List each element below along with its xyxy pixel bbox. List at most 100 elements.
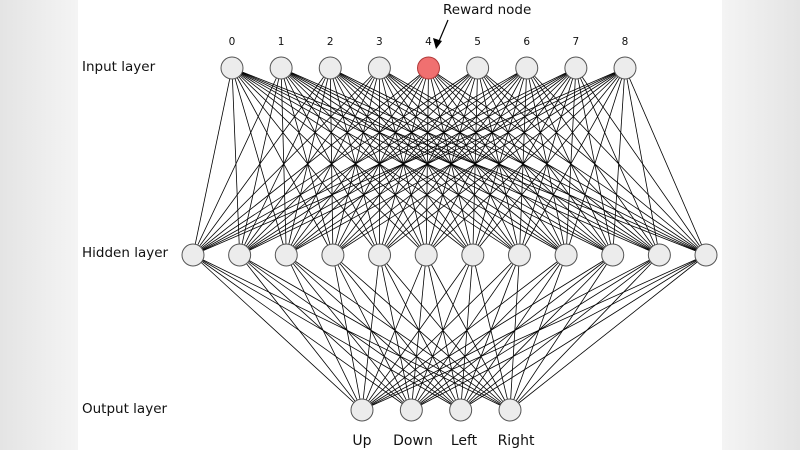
edge-input-0-hidden-5 — [231, 67, 427, 256]
input-index-label: 4 — [425, 36, 432, 48]
edge-input-4-hidden-5 — [425, 67, 429, 256]
edge-input-0-hidden-10 — [231, 67, 660, 256]
edge-input-1-hidden-0 — [192, 67, 282, 256]
edge-input-8-hidden-2 — [286, 67, 626, 256]
edge-hidden-9-output-0 — [361, 254, 613, 411]
edge-hidden-9-output-3 — [509, 254, 614, 411]
hidden-node-7 — [507, 243, 531, 267]
edge-hidden-5-output-0 — [361, 254, 427, 411]
edge-input-7-hidden-6 — [472, 67, 577, 256]
output-layer-label: Output layer — [82, 401, 168, 417]
edge-hidden-6-output-3 — [472, 254, 511, 411]
edge-input-0-hidden-3 — [231, 67, 334, 256]
edge-input-6-hidden-3 — [332, 67, 528, 256]
input-node-5 — [466, 56, 490, 80]
edge-input-1-hidden-6 — [280, 67, 474, 256]
edge-input-2-hidden-5 — [329, 67, 427, 256]
edge-input-5-hidden-10 — [477, 67, 660, 256]
input-node-1 — [269, 56, 293, 80]
edge-input-5-hidden-0 — [192, 67, 478, 256]
edge-hidden-6-output-0 — [361, 254, 474, 411]
connection-edges — [192, 67, 707, 411]
edge-hidden-6-output-1 — [410, 254, 474, 411]
input-node-8 — [613, 56, 637, 80]
output-label-down: Down — [393, 433, 433, 449]
edge-input-1-hidden-11 — [280, 67, 707, 256]
edge-hidden-2-output-3 — [286, 254, 511, 411]
edge-input-1-hidden-5 — [280, 67, 427, 256]
edge-input-3-hidden-1 — [239, 67, 380, 256]
edge-input-4-hidden-3 — [332, 67, 429, 256]
edge-input-8-hidden-9 — [612, 67, 626, 256]
hidden-node-2 — [274, 243, 298, 267]
hidden-node-8 — [554, 243, 578, 267]
edge-hidden-9-output-2 — [460, 254, 614, 411]
edge-input-0-hidden-7 — [231, 67, 520, 256]
hidden-node-3 — [321, 243, 345, 267]
edge-hidden-1-output-1 — [239, 254, 412, 411]
hidden-layer-label: Hidden layer — [82, 245, 169, 261]
edge-input-3-hidden-3 — [332, 67, 380, 256]
edge-input-4-hidden-9 — [428, 67, 614, 256]
edge-input-5-hidden-3 — [332, 67, 478, 256]
edge-input-8-hidden-3 — [332, 67, 626, 256]
edge-hidden-5-output-3 — [425, 254, 511, 411]
edge-input-1-hidden-2 — [280, 67, 287, 256]
edge-input-6-hidden-1 — [239, 67, 527, 256]
edge-input-7-hidden-5 — [425, 67, 577, 256]
edge-input-8-hidden-10 — [624, 67, 660, 256]
edge-hidden-3-output-1 — [332, 254, 412, 411]
edge-input-6-hidden-9 — [526, 67, 614, 256]
edge-hidden-1-output-2 — [239, 254, 461, 411]
edge-hidden-3-output-2 — [332, 254, 461, 411]
edge-hidden-5-output-1 — [410, 254, 427, 411]
input-index-label: 8 — [622, 36, 629, 48]
edge-input-8-hidden-8 — [565, 67, 626, 256]
edge-hidden-4-output-3 — [379, 254, 511, 411]
edge-input-4-hidden-4 — [379, 67, 429, 256]
edge-input-5-hidden-11 — [477, 67, 707, 256]
edge-input-7-hidden-4 — [379, 67, 577, 256]
edge-input-0-hidden-9 — [231, 67, 613, 256]
edge-hidden-9-output-1 — [411, 254, 613, 411]
hidden-node-11 — [694, 243, 718, 267]
edge-input-2-hidden-2 — [285, 67, 331, 256]
edge-input-6-hidden-10 — [526, 67, 660, 256]
edge-input-8-hidden-0 — [192, 67, 626, 256]
edge-hidden-2-output-2 — [286, 254, 461, 411]
right-margin — [722, 0, 800, 450]
input-index-label: 3 — [376, 36, 383, 48]
edge-input-4-hidden-10 — [428, 67, 660, 256]
input-index-label: 5 — [474, 36, 481, 48]
output-node-2 — [449, 398, 473, 422]
edge-input-8-hidden-7 — [519, 67, 626, 256]
edge-input-8-hidden-6 — [472, 67, 626, 256]
edge-hidden-8-output-2 — [460, 254, 567, 411]
edge-input-0-hidden-6 — [231, 67, 474, 256]
edge-hidden-11-output-0 — [361, 254, 707, 411]
edge-input-3-hidden-7 — [379, 67, 520, 256]
edge-input-6-hidden-7 — [519, 67, 528, 256]
edge-input-3-hidden-0 — [192, 67, 380, 256]
edge-input-4-hidden-0 — [192, 67, 429, 256]
edge-input-1-hidden-7 — [280, 67, 520, 256]
edge-hidden-8-output-3 — [509, 254, 567, 411]
output-label-left: Left — [451, 433, 478, 449]
edge-input-7-hidden-11 — [575, 67, 707, 256]
edge-hidden-8-output-0 — [361, 254, 567, 411]
edge-hidden-0-output-1 — [192, 254, 412, 411]
edge-input-5-hidden-9 — [477, 67, 614, 256]
input-index-label: 7 — [573, 36, 580, 48]
hidden-node-1 — [228, 243, 252, 267]
input-layer-label: Input layer — [82, 59, 156, 75]
edge-input-2-hidden-0 — [192, 67, 331, 256]
output-node-3 — [498, 398, 522, 422]
edge-input-2-hidden-11 — [330, 67, 707, 256]
edge-hidden-10-output-2 — [460, 254, 660, 411]
edge-input-7-hidden-0 — [192, 67, 577, 256]
hidden-node-9 — [601, 243, 625, 267]
edge-hidden-1-output-0 — [239, 254, 363, 411]
input-node-0 — [220, 56, 244, 80]
edge-input-4-hidden-1 — [239, 67, 429, 256]
